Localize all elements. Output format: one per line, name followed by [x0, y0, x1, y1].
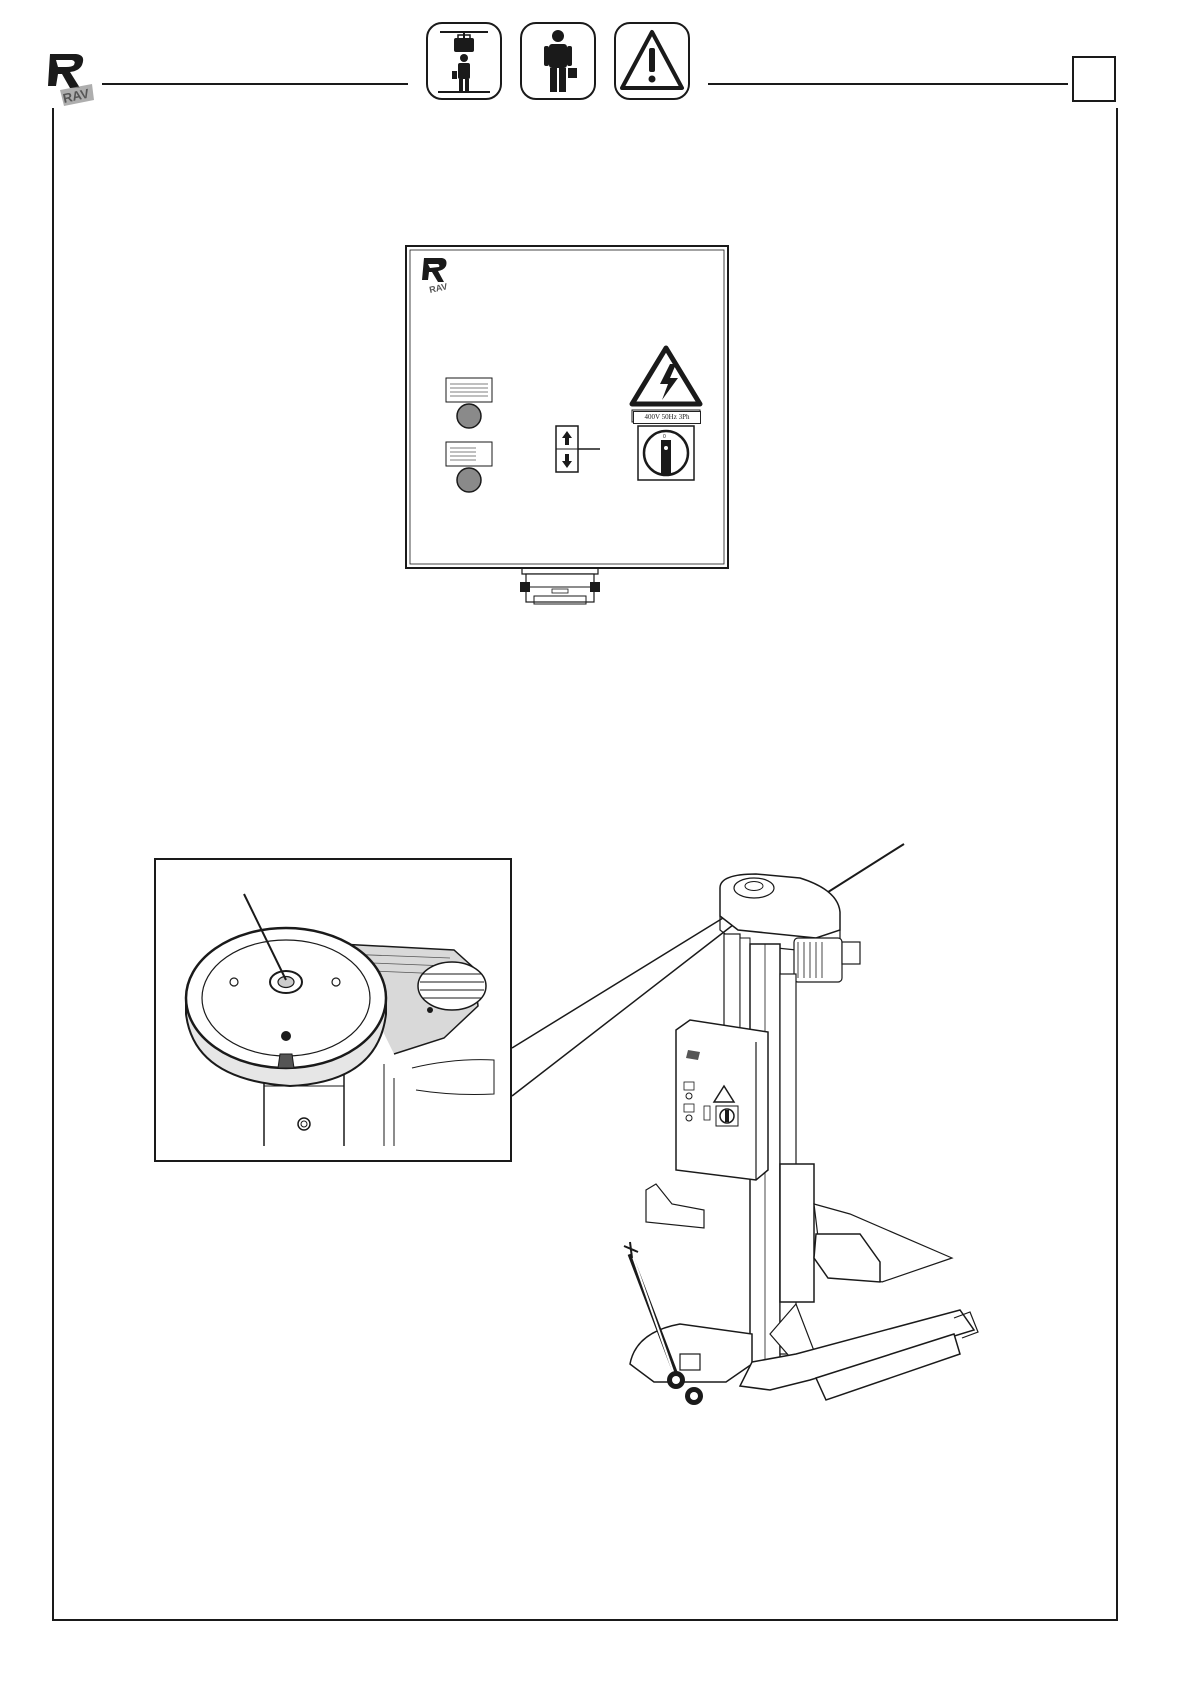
operator-icon: [522, 24, 594, 98]
motor-icon: [794, 938, 860, 982]
header-rule-left: [102, 83, 408, 85]
electrical-rating-label: 400V 50Hz 3Ph: [633, 411, 701, 424]
pulley-icon: [186, 928, 386, 1086]
logo-text: RAV: [62, 86, 91, 106]
fork-icon: [814, 1204, 952, 1282]
pulley-detail-inset: [154, 858, 514, 1164]
rav-logo-icon: RAV: [46, 50, 96, 108]
svg-text:0: 0: [663, 434, 666, 440]
operator-sign: [520, 22, 596, 100]
warning-sign: [614, 22, 690, 100]
column-lift-illustration: [620, 834, 1000, 1504]
suspended-load-icon: [428, 24, 500, 98]
page-number-box: [1072, 56, 1116, 102]
warning-icon: [616, 24, 688, 98]
mini-control-box-icon: [676, 1020, 768, 1180]
suspended-load-sign: [426, 22, 502, 100]
control-box-illustration: RAV 0: [380, 238, 740, 618]
main-switch-icon: 0: [638, 426, 694, 480]
header-rule-right: [708, 83, 1068, 85]
